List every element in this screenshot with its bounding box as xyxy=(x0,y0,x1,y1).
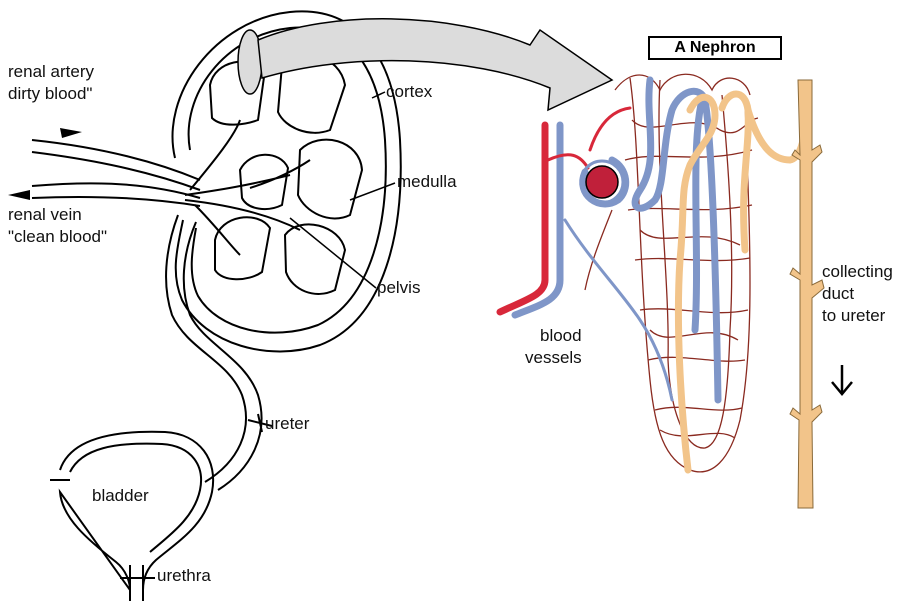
renal-artery-vessel xyxy=(32,140,200,190)
pelvis-label: pelvis xyxy=(377,278,420,298)
artery-main xyxy=(500,125,545,312)
zoom-arrow-shape xyxy=(258,19,612,110)
ureter-label: ureter xyxy=(265,414,309,434)
pelvis-leader xyxy=(290,218,376,288)
urethra-label: urethra xyxy=(157,566,211,586)
kidney-inner-outline xyxy=(189,27,386,332)
collecting-duct xyxy=(790,80,824,508)
vein-main xyxy=(515,125,560,315)
down-arrow xyxy=(832,365,852,394)
artery-arrow xyxy=(60,128,82,138)
vessels-label: vessels xyxy=(525,348,582,368)
pyramid-3 xyxy=(298,140,362,219)
bladder-label: bladder xyxy=(92,486,149,506)
capillary-network xyxy=(585,74,758,472)
collecting-label: collecting xyxy=(822,262,893,282)
renal-vein-vessel xyxy=(32,183,200,206)
vein-thin xyxy=(565,220,672,400)
blood-label: blood xyxy=(540,326,582,346)
clean-blood-label: "clean blood" xyxy=(8,227,107,247)
renal-vein-label: renal vein xyxy=(8,205,82,225)
nephron-title: A Nephron xyxy=(648,36,782,60)
renal-artery-label: renal artery xyxy=(8,62,94,82)
loop-of-henle xyxy=(722,94,748,250)
pyramid-4 xyxy=(215,217,270,279)
cortex-label: cortex xyxy=(386,82,432,102)
vein-arrow xyxy=(8,190,30,200)
nephron xyxy=(500,74,852,508)
to-ureter-label: to ureter xyxy=(822,306,885,326)
dirty-blood-label: dirty blood" xyxy=(8,84,92,104)
duct-label: duct xyxy=(822,284,854,304)
pyramid-5 xyxy=(285,224,345,294)
glomerulus xyxy=(586,166,618,198)
pelvis-branches xyxy=(185,120,310,255)
medulla-label: medulla xyxy=(397,172,457,192)
urethra-lines xyxy=(130,565,143,601)
